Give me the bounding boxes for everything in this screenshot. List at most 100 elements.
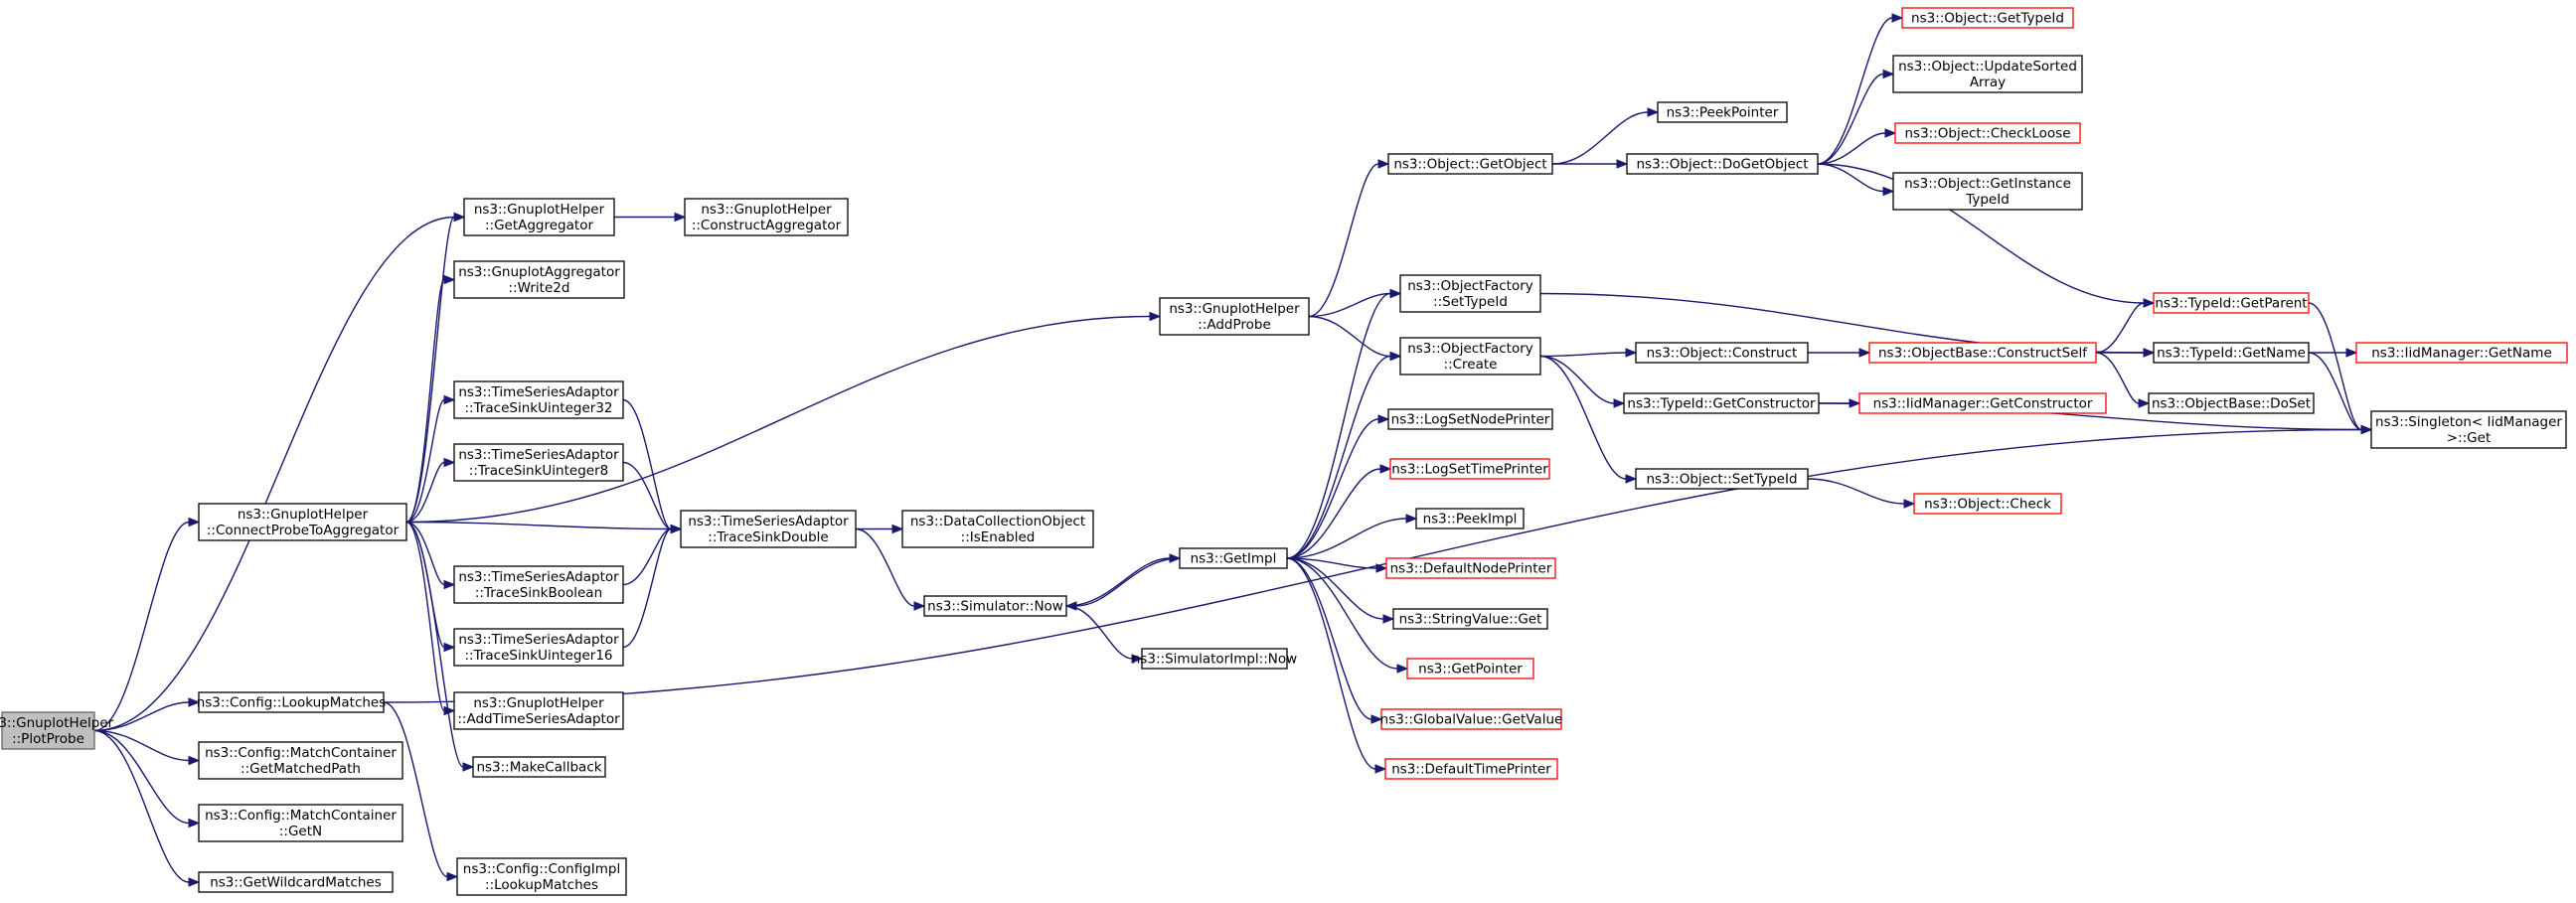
node-simnow[interactable]: ns3::Simulator::Now: [923, 595, 1067, 617]
node-objcheck[interactable]: ns3::Object::Check: [1913, 493, 2062, 515]
node-box: [684, 198, 849, 236]
edge-line: [93, 701, 190, 732]
node-objconstruct[interactable]: ns3::Object::Construct: [1635, 342, 1809, 364]
node-label: ::Create: [1444, 357, 1498, 373]
edge-connectprobe-to-tracesinkdouble: [405, 521, 683, 534]
edge-getimpl-to-settypeid_of: [1286, 288, 1402, 559]
node-uint32[interactable]: ns3::TimeSeriesAdaptor::TraceSinkUintege…: [453, 380, 624, 419]
edge-line: [93, 729, 190, 825]
node-box: [2153, 342, 2310, 364]
node-label: ns3::GnuplotAggregator: [458, 264, 620, 280]
node-box: [1141, 648, 1288, 670]
node-logsettime[interactable]: ns3::LogSetTimePrinter: [1389, 458, 1550, 480]
arrowhead: [2138, 398, 2151, 408]
node-addtsa[interactable]: ns3::GnuplotHelper::AddTimeSeriesAdaptor: [453, 691, 624, 730]
edge-getimpl-to-peekimpl: [1286, 514, 1418, 559]
node-boolean[interactable]: ns3::TimeSeriesAdaptor::TraceSinkBoolean: [453, 565, 624, 604]
node-getpointer[interactable]: ns3::GetPointer: [1406, 658, 1534, 679]
node-getconstructor[interactable]: ns3::TypeId::GetConstructor: [1623, 392, 1820, 414]
node-checkloose[interactable]: ns3::Object::CheckLoose: [1894, 122, 2081, 144]
edge-line: [1817, 163, 1884, 193]
edge-connectprobe-to-uint8: [405, 457, 456, 524]
node-singleton[interactable]: ns3::Singleton< IidManager >::Get: [2370, 410, 2567, 449]
node-tracesinkdouble[interactable]: ns3::TimeSeriesAdaptor::TraceSinkDouble: [680, 510, 857, 548]
node-label: ns3::SimulatorImpl::Now: [1132, 652, 1297, 668]
node-label: ns3::LogSetNodePrinter: [1391, 412, 1550, 428]
node-label: ns3::MakeCallback: [476, 760, 601, 776]
node-peekpointer[interactable]: ns3::PeekPointer: [1657, 101, 1788, 123]
edge-line: [1286, 418, 1379, 559]
node-constructagg[interactable]: ns3::GnuplotHelper::ConstructAggregator: [684, 198, 849, 236]
node-getparent[interactable]: ns3::TypeId::GetParent: [2153, 292, 2310, 314]
node-settypeid_of[interactable]: ns3::ObjectFactory::SetTypeId: [1399, 274, 1541, 313]
node-logsetnode[interactable]: ns3::LogSetNodePrinter: [1387, 408, 1553, 430]
arrowhead: [188, 697, 201, 707]
node-getn[interactable]: ns3::Config::MatchContainer::GetN: [198, 804, 403, 842]
node-simimplnow[interactable]: ns3::SimulatorImpl::Now: [1132, 648, 1297, 670]
arrowhead: [2345, 348, 2358, 358]
node-lookupmatches[interactable]: ns3::Config::LookupMatches: [197, 691, 387, 713]
edge-typeidgetname-to-iidgetname: [2309, 348, 2358, 358]
node-label: ::TraceSinkUinteger32: [465, 400, 613, 416]
edge-line: [383, 701, 448, 878]
node-getaggregator[interactable]: ns3::GnuplotHelper::GetAggregator: [463, 198, 615, 236]
node-label: ns3::Simulator::Now: [927, 599, 1063, 615]
node-box: [453, 565, 624, 604]
edge-line: [2095, 352, 2140, 404]
node-addprobe[interactable]: ns3::GnuplotHelper::AddProbe: [1159, 297, 1310, 336]
node-uint16[interactable]: ns3::TimeSeriesAdaptor::TraceSinkUintege…: [453, 628, 624, 667]
edge-simnow-to-simimplnow: [1065, 605, 1144, 664]
edge-getimpl-to-defaultnode: [1286, 557, 1388, 573]
edge-dogetobject-to-getinstance: [1817, 163, 1895, 197]
node-uint8[interactable]: ns3::TimeSeriesAdaptor::TraceSinkUintege…: [453, 443, 624, 482]
edge-addprobe-to-create: [1308, 315, 1402, 362]
node-configimpl[interactable]: ns3::Config::ConfigImpl::LookupMatches: [456, 857, 627, 896]
node-isenabled[interactable]: ns3::DataCollectionObject::IsEnabled: [901, 510, 1094, 548]
node-getmatchedpath[interactable]: ns3::Config::MatchContainer::GetMatchedP…: [198, 741, 403, 780]
node-box: [1858, 392, 2107, 414]
node-label: ns3::IidManager::GetName: [2371, 346, 2552, 362]
node-iidgetconstructor[interactable]: ns3::IidManager::GetConstructor: [1858, 392, 2107, 414]
edge-line: [622, 527, 672, 586]
edge-tracesinkdouble-to-simnow: [855, 527, 926, 611]
node-doset[interactable]: ns3::ObjectBase::DoSet: [2148, 392, 2315, 414]
node-dogetobject[interactable]: ns3::Object::DoGetObject: [1626, 153, 1819, 175]
node-iidgetname[interactable]: ns3::IidManager::GetName: [2355, 342, 2568, 364]
node-stringget[interactable]: ns3::StringValue::Get: [1392, 608, 1548, 630]
node-create[interactable]: ns3::ObjectFactory::Create: [1399, 337, 1541, 376]
node-plotprobe[interactable]: ns3::GnuplotHelper::PlotProbe: [0, 711, 114, 750]
arrowhead: [1374, 764, 1387, 774]
node-defaultnode[interactable]: ns3::DefaultNodePrinter: [1385, 557, 1556, 579]
node-write2d[interactable]: ns3::GnuplotAggregator::Write2d: [453, 260, 625, 299]
node-label: ::AddTimeSeriesAdaptor: [457, 711, 620, 727]
edge-line: [1286, 557, 1376, 770]
edge-line: [405, 398, 445, 524]
edge-line: [1286, 468, 1381, 559]
node-gettypeid[interactable]: ns3::Object::GetTypeId: [1901, 7, 2074, 29]
node-constructself[interactable]: ns3::ObjectBase::ConstructSelf: [1868, 342, 2097, 364]
node-peekimpl[interactable]: ns3::PeekImpl: [1415, 508, 1525, 529]
arrowhead: [674, 212, 687, 223]
node-label: ns3::Object::SetTypeId: [1646, 472, 1797, 488]
node-makecallback[interactable]: ns3::MakeCallback: [472, 756, 606, 778]
edge-connectprobe-to-write2d: [405, 274, 456, 524]
node-box: [1399, 337, 1541, 376]
edge-getaggregator-to-constructagg: [614, 212, 687, 223]
edge-line: [405, 315, 1151, 524]
node-defaulttime[interactable]: ns3::DefaultTimePrinter: [1384, 758, 1558, 780]
node-label: ns3::GnuplotHelper: [474, 202, 605, 218]
node-typeidgetname[interactable]: ns3::TypeId::GetName: [2153, 342, 2310, 364]
node-label: ns3::StringValue::Get: [1399, 612, 1542, 628]
node-box: [1626, 153, 1819, 175]
node-globalget[interactable]: ns3::GlobalValue::GetValue: [1380, 708, 1563, 730]
node-getimpl[interactable]: ns3::GetImpl: [1179, 547, 1288, 569]
arrowhead: [446, 871, 459, 882]
node-connectprobe[interactable]: ns3::GnuplotHelper::ConnectProbeToAggreg…: [198, 503, 407, 541]
node-box: [198, 503, 407, 541]
node-getobject[interactable]: ns3::Object::GetObject: [1387, 153, 1553, 175]
node-objsettypeid[interactable]: ns3::Object::SetTypeId: [1635, 468, 1809, 490]
node-getwildcard[interactable]: ns3::GetWildcardMatches: [198, 871, 394, 893]
arrowhead: [1064, 601, 1077, 611]
